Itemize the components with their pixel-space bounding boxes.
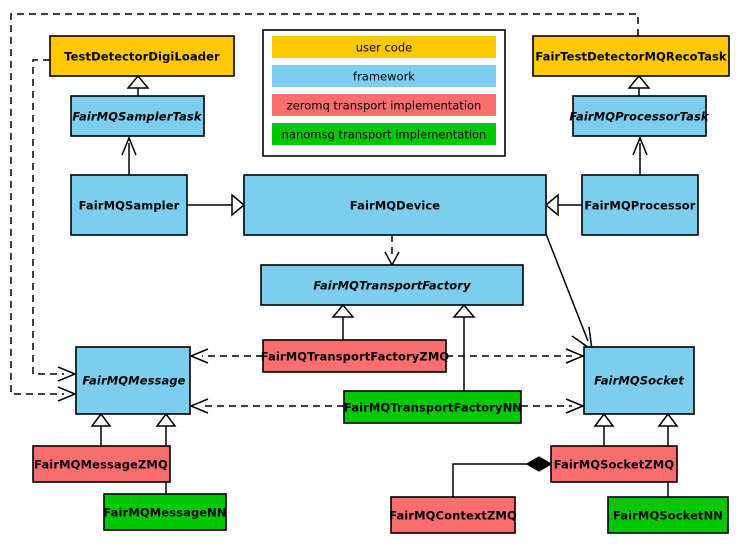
edge-tfnn-to-transportfactory [452,303,476,391]
edge-tfzmq-to-message [189,348,263,364]
edge-tfzmq-to-socket [446,348,585,364]
class-box-fairmqsocket[interactable] [583,346,695,415]
legend-label-nanomsg: nanomsg transport implementation [282,128,487,142]
class-box-fairmqsocketnn[interactable] [607,496,729,534]
class-label-fairmqtransportfactorynn: FairMQTransportFactoryNN [344,401,522,415]
legend-item-zeromq: zeromq transport implementation [272,94,496,116]
class-label-fairmqmessagenn: FairMQMessageNN [103,506,226,520]
class-box-fairmqtransportfactory[interactable] [260,264,524,306]
class-label-fairmqtransportfactoryzmq: FairMQTransportFactoryZMQ [261,350,450,364]
class-label-fairmqmessagezmq: FairMQMessageZMQ [34,458,168,472]
legend-swatch-zeromq [272,94,496,116]
class-label-fairmqmessage: FairMQMessage [82,374,185,388]
class-node-fairmqsocketzmq[interactable]: FairMQSocketZMQ [550,445,678,483]
legend-item-user-code: user code [272,36,496,58]
class-box-fairmqtransportfactoryzmq[interactable] [262,339,447,373]
edge-recotask-to-message [10,13,639,402]
class-box-testdetectordigiloader[interactable] [49,35,235,77]
class-node-fairmqdevice[interactable]: FairMQDevice [243,174,547,236]
class-label-fairmqsampler: FairMQSampler [79,199,180,213]
class-box-fairtestdetectormqrecotask[interactable] [532,35,730,77]
class-node-testdetectordigiloader[interactable]: TestDetectorDigiLoader [49,35,235,77]
class-box-fairmqsamplertask[interactable] [70,95,205,137]
class-label-fairmqprocessortask: FairMQProcessorTask [569,110,710,124]
edge-tfzmq-to-transportfactory [331,303,355,340]
class-box-fairmqtransportfactorynn[interactable] [343,390,522,424]
edge-samplertask-to-digiloader [126,74,150,96]
legend-label-framework: framework [353,70,415,84]
class-node-fairmqmessage[interactable]: FairMQMessage [75,346,191,415]
legend-item-framework: framework [272,65,496,87]
legend-label-user-code: user code [356,41,412,55]
edge-digiloader-to-message [32,59,77,382]
class-node-fairmqprocessor[interactable]: FairMQProcessor [581,174,699,236]
edge-processor-to-device [544,193,582,217]
class-box-fairmqdevice[interactable] [243,174,547,236]
class-node-fairmqcontextzmq[interactable]: FairMQContextZMQ [389,496,517,534]
edge-socketzmq-to-socket [593,412,615,446]
class-label-testdetectordigiloader: TestDetectorDigiLoader [64,50,220,64]
legend-swatch-user-code [272,36,496,58]
class-label-fairmqprocessor: FairMQProcessor [584,199,695,213]
class-box-fairmqprocessortask[interactable] [572,95,707,137]
nodes-layer: TestDetectorDigiLoader FairMQSamplerTask… [32,35,730,534]
edge-tfnn-to-message [189,398,344,414]
edge-messagezmq-to-message [90,412,112,446]
edge-processor-to-processortask [632,136,648,175]
class-node-fairmqmessagezmq[interactable]: FairMQMessageZMQ [32,445,171,483]
class-label-fairmqdevice: FairMQDevice [350,199,440,213]
class-box-fairmqsampler[interactable] [70,174,188,236]
class-node-fairmqprocessortask[interactable]: FairMQProcessorTask [569,95,710,137]
edge-sampler-to-device [187,193,246,217]
class-node-fairmqtransportfactory[interactable]: FairMQTransportFactory [260,264,524,306]
legend-label-zeromq: zeromq transport implementation [287,99,482,113]
class-label-fairmqtransportfactory: FairMQTransportFactory [313,279,471,293]
class-node-fairmqsocketnn[interactable]: FairMQSocketNN [607,496,729,534]
class-box-fairmqprocessor[interactable] [581,174,699,236]
legend-swatch-nanomsg [272,123,496,145]
class-node-fairmqtransportfactorynn[interactable]: FairMQTransportFactoryNN [343,390,522,424]
legend: user code framework zeromq transport imp… [262,29,506,157]
class-node-fairmqmessagenn[interactable]: FairMQMessageNN [103,493,227,531]
class-box-fairmqmessage[interactable] [75,346,191,415]
legend-swatch-framework [272,65,496,87]
edge-tfnn-to-socket [521,398,585,414]
edge-processortask-to-recotask [627,74,651,96]
class-box-fairmqmessagenn[interactable] [103,493,227,531]
class-node-fairmqsamplertask[interactable]: FairMQSamplerTask [70,95,205,137]
class-box-fairmqsocketzmq[interactable] [550,445,678,483]
class-label-fairmqsocketzmq: FairMQSocketZMQ [554,458,675,472]
class-node-fairtestdetectormqrecotask[interactable]: FairTestDetectorMQRecoTask [532,35,730,77]
edge-sampler-to-samplertask [121,136,137,175]
class-node-fairmqsampler[interactable]: FairMQSampler [70,174,188,236]
class-node-fairmqsocket[interactable]: FairMQSocket [583,346,695,415]
class-box-fairmqcontextzmq[interactable] [390,496,516,534]
class-label-fairtestdetectormqrecotask: FairTestDetectorMQRecoTask [535,50,727,64]
class-node-fairmqtransportfactoryzmq[interactable]: FairMQTransportFactoryZMQ [261,339,450,373]
class-label-fairmqcontextzmq: FairMQContextZMQ [389,509,517,523]
class-label-fairmqsocketnn: FairMQSocketNN [613,509,723,523]
class-label-fairmqsamplertask: FairMQSamplerTask [72,110,202,124]
class-box-fairmqmessagezmq[interactable] [32,445,171,483]
legend-item-nanomsg: nanomsg transport implementation [272,123,496,145]
class-label-fairmqsocket: FairMQSocket [594,374,684,388]
